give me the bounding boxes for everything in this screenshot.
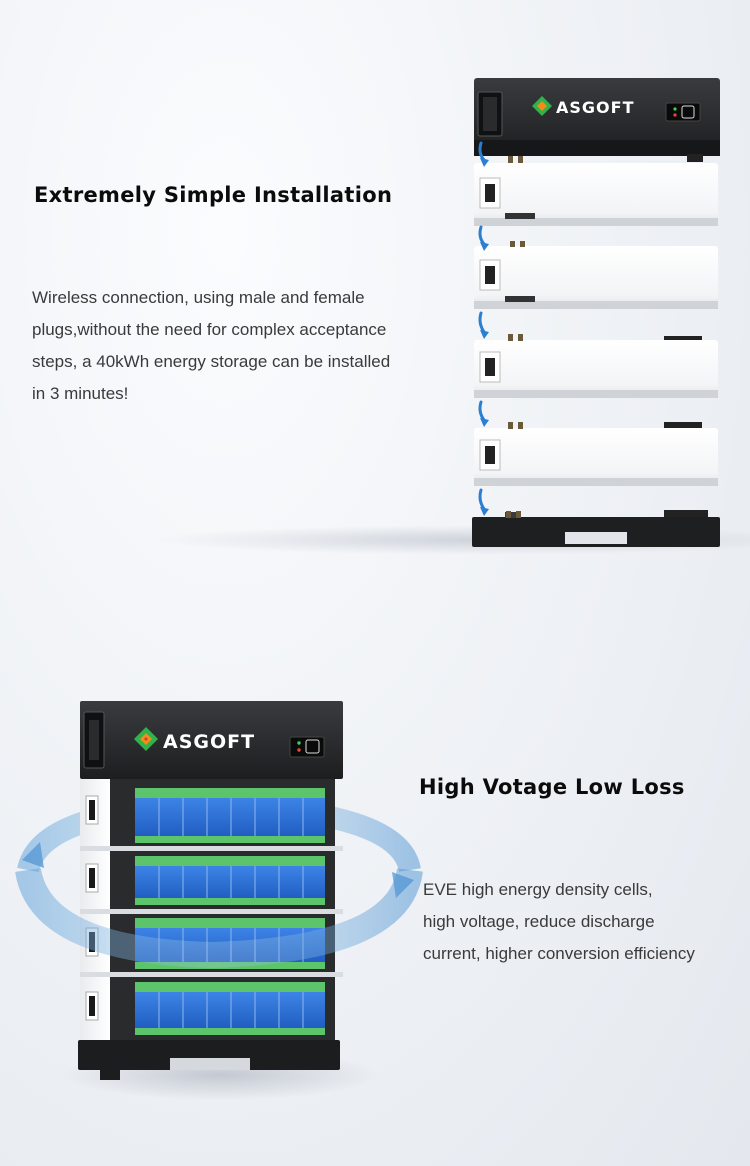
description-line: current, higher conversion efficiency: [423, 944, 695, 963]
section-description-installation: Wireless connection, using male and fema…: [32, 282, 452, 410]
section-description-high-voltage: EVE high energy density cells, high volt…: [423, 874, 743, 970]
assembled-stack: ASGOFT: [15, 701, 423, 1080]
controller-module: ASGOFT: [474, 78, 720, 162]
ring-arrow-icon: [22, 842, 44, 868]
description-line: high voltage, reduce discharge: [423, 912, 655, 931]
battery-cell-pack: [135, 982, 325, 1035]
battery-module: [474, 340, 718, 430]
description-line: steps, a 40kWh energy storage can be ins…: [32, 352, 391, 371]
ring-arrow-icon: [392, 872, 414, 898]
brand-logo-text: ASGOFT: [163, 731, 255, 753]
asgoft-logo-icon: [134, 727, 158, 751]
stack-base: [472, 512, 720, 547]
description-line: plugs,without the need for complex accep…: [32, 320, 387, 339]
section-title-installation: Extremely Simple Installation: [34, 183, 393, 207]
description-line: EVE high energy density cells,: [423, 880, 653, 899]
rotation-ring-front: [15, 867, 423, 969]
battery-module: [474, 163, 718, 255]
description-line: in 3 minutes!: [32, 384, 129, 403]
battery-module: [474, 428, 718, 519]
brand-logo-text: ASGOFT: [556, 98, 634, 117]
asgoft-logo-icon: [532, 96, 552, 116]
install-arrow-icon: [478, 141, 486, 511]
exploded-stack: ASGOFT: [472, 78, 720, 547]
battery-cell-pack: [135, 788, 325, 843]
description-line: Wireless connection, using male and fema…: [32, 288, 365, 307]
section-title-high-voltage: High Votage Low Loss: [419, 775, 685, 799]
battery-cell-pack: [135, 856, 325, 905]
battery-module: [474, 246, 718, 344]
